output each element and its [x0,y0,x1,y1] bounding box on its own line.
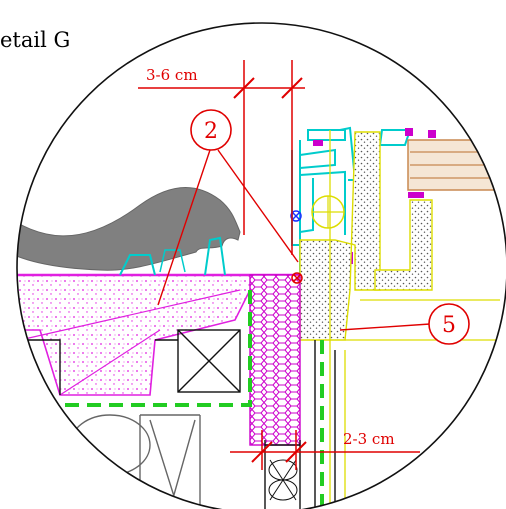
marker-red [291,272,303,284]
aluminium-profile [119,126,412,276]
dimension-bottom [230,430,420,470]
frame-core [299,131,433,341]
hex-insulation [249,274,301,446]
detail-title: etail G [0,28,71,52]
dimension-top [138,60,305,255]
dimension-top-label: 3-6 cm [146,66,198,84]
callout-5 [339,303,470,345]
marker-blue [290,210,302,222]
detail-content [17,126,506,509]
detail-circle [16,22,506,509]
insulation-boundary [55,290,324,509]
structure-lines [20,329,336,509]
bottom-insulation [268,459,298,501]
callout-5-label: 5 [442,313,456,338]
screed-wave [17,187,241,271]
dimension-bottom-label: 2-3 cm [343,430,395,448]
callout-2 [157,109,299,306]
callout-2-label: 2 [204,119,218,144]
